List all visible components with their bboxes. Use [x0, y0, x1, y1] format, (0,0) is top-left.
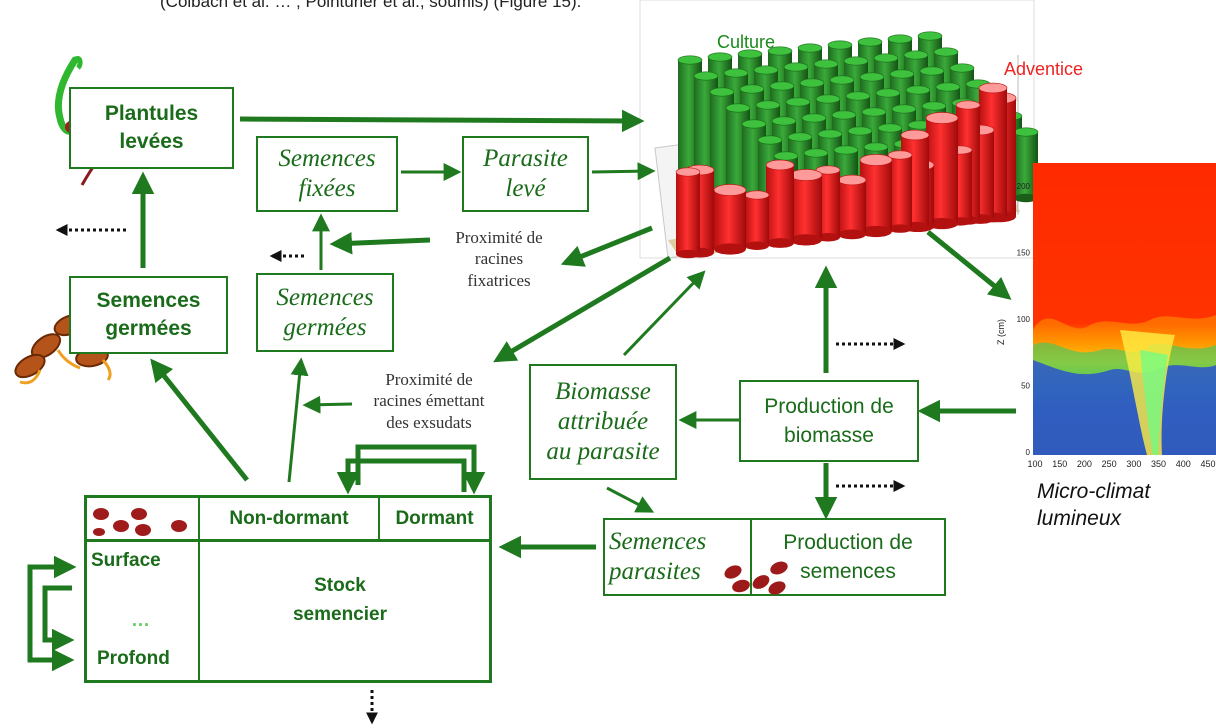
arrow-plot-to-proximite-fix	[560, 225, 653, 267]
weed-cylinder	[859, 154, 893, 238]
arrow-exsud-to-label	[302, 395, 353, 414]
arrow-biomasse-to-plot	[622, 270, 706, 357]
arrow-parasite-to-plot	[591, 162, 656, 181]
heatmap-x-tick: 200	[1077, 459, 1092, 469]
semences-germees-label: Semences germées	[96, 288, 201, 340]
non-dormant-cell: Non-dormant	[200, 498, 380, 542]
parasite-leve-box: Parasite levé	[462, 136, 589, 212]
arrow-plot-to-heatmap	[926, 230, 1012, 300]
arrow-plantules-to-plot	[239, 109, 645, 133]
parasite-leve-label: Parasite levé	[483, 145, 568, 202]
weed-cylinder	[713, 184, 747, 255]
arrow-dormancy-loop	[355, 444, 486, 495]
heatmap-x-tick: 150	[1052, 459, 1067, 469]
weed-cylinder	[837, 174, 867, 240]
heatmap-y-label: Z (cm)	[996, 319, 1006, 345]
heatmap-y-tick: 150	[1017, 249, 1031, 258]
heatmap-x-tick: 300	[1126, 459, 1141, 469]
header-fragment: (Colbach et al. … ; Pointurier et al., s…	[160, 0, 582, 11]
culture-label: Culture	[717, 32, 776, 52]
stock-semencier-label: Stock semencier	[292, 575, 387, 625]
weed-cylinder	[675, 167, 701, 259]
heatmap-x-tick: 350	[1151, 459, 1166, 469]
dormant-cell: Dormant	[380, 498, 489, 542]
arrow-stock-to-germees-mid	[287, 357, 309, 483]
dormant-label: Dormant	[395, 507, 474, 529]
production-biomasse-label: Production de biomasse	[764, 394, 894, 447]
semences-fixees-label: Semences fixées	[278, 145, 376, 202]
production-semences-label: Production de semences	[783, 530, 913, 583]
arrow-proximite-to-fixees	[329, 232, 431, 255]
non-dormant-label: Non-dormant	[229, 507, 349, 529]
heatmap-x-tick: 250	[1102, 459, 1117, 469]
semences-parasites-box: Semences parasites	[603, 518, 752, 596]
semences-germees-parasite-label: Semences germées	[276, 283, 374, 341]
heatmap-x-tick: 400	[1176, 459, 1191, 469]
biomasse-parasite-box: Biomasse attribuée au parasite	[529, 364, 677, 480]
seed-stock-header-seeds-cell	[87, 498, 200, 542]
semences-germees-box: Semences germées	[69, 276, 228, 354]
weed-cylinder	[765, 159, 795, 248]
production-biomasse-box: Production de biomasse	[739, 380, 919, 462]
biomasse-parasite-label: Biomasse attribuée au parasite	[546, 378, 660, 465]
semences-parasites-label: Semences parasites	[609, 528, 707, 585]
weed-cylinder	[744, 190, 770, 250]
heatmap-y-tick: 0	[1026, 448, 1031, 457]
light-microclimate-heatmap: 100 150 200 250 300 350 400 450 0 50 100 150 200 Z (…	[996, 163, 1216, 469]
arrow-stock-to-germees-left	[150, 358, 249, 482]
heatmap-y-tick: 100	[1017, 315, 1031, 324]
flow-arrows	[27, 109, 1016, 672]
heatmap-y-tick: 200	[1017, 182, 1031, 191]
arrow-plot-to-proximite-exsud	[493, 255, 672, 363]
heatmap-x-tick: 100	[1027, 459, 1042, 469]
arrow-depth-inner	[42, 585, 75, 652]
heatmap-x-tick: 450	[1200, 459, 1215, 469]
arrow-depth-loop	[27, 555, 77, 672]
surface-label: Surface	[91, 550, 161, 571]
heatmap-y-tick: 50	[1021, 382, 1030, 391]
proximite-fixatrices-label: Proximité de racines fixatrices	[455, 228, 543, 290]
adventice-label: Adventice	[1004, 59, 1084, 79]
proximite-exsudats-label: Proximité de racines émettant des exsuda…	[373, 370, 485, 432]
depth-column: Surface … Profond	[87, 542, 200, 680]
semences-fixees-box: Semences fixées	[256, 136, 398, 212]
weed-cylinder	[789, 169, 823, 246]
semences-germees-parasite-box: Semences germées	[256, 273, 394, 352]
plantules-levees-box: Plantules levées	[69, 87, 234, 169]
dormant-seeds-icon	[93, 508, 187, 536]
arrow-dormancy-loop-2	[336, 458, 467, 495]
depth-ellipsis-label: …	[131, 610, 150, 631]
arrow-biomasse-to-semparas	[606, 486, 655, 513]
micro-climat-label: Micro-climat lumineux	[1037, 480, 1151, 531]
crop-3d-plot	[639, 0, 1039, 259]
seed-stock-box: Non-dormant Dormant Surface … Profond St…	[84, 495, 492, 683]
plantules-levees-label: Plantules levées	[104, 101, 199, 153]
production-semences-box: Production de semences	[750, 518, 946, 596]
profond-label: Profond	[97, 648, 170, 669]
parasite-seeds-icon	[724, 561, 788, 595]
